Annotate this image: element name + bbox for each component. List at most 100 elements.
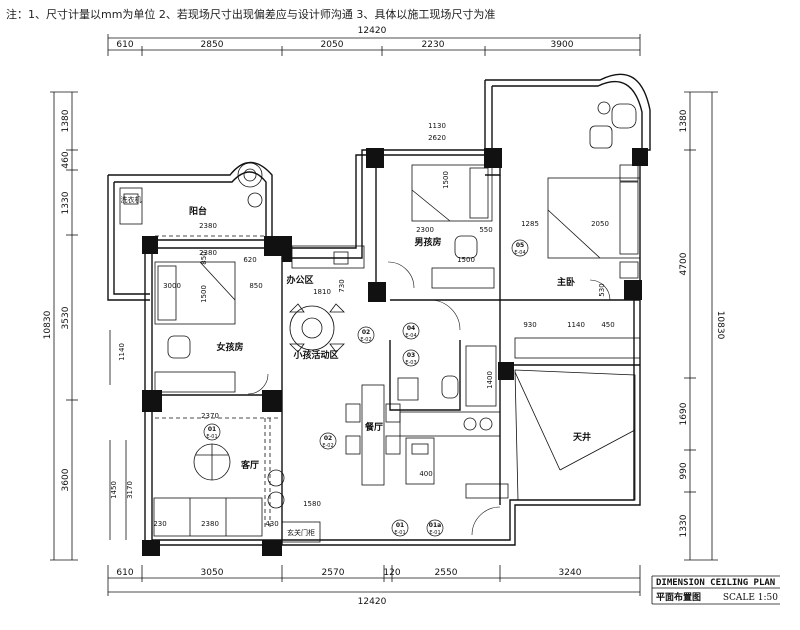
title-block — [651, 575, 780, 605]
tag-2-top: 04 — [407, 325, 415, 332]
plan-scale: SCALE 1:50 — [723, 593, 778, 603]
right-dim-3: 990 — [679, 462, 689, 479]
drawing-notes: 注：1、尺寸计量以mm为单位 2、若现场尺寸出现偏差应与设计师沟通 3、具体以施… — [6, 8, 496, 21]
top-dimension-chain — [107, 34, 641, 56]
lounge-chairs — [589, 101, 637, 149]
bottom-dim-5: 3240 — [559, 568, 582, 578]
inner-dim-450: 450 — [601, 321, 614, 329]
inner-dim-2370: 2370 — [201, 412, 219, 420]
living-room-sofa — [153, 443, 285, 537]
tag-6-bot: E-01 — [394, 530, 405, 536]
inner-dim-620: 620 — [243, 256, 256, 264]
inner-dim-550: 550 — [479, 226, 492, 234]
inner-dim-1285: 1285 — [521, 220, 539, 228]
room-label-skylight: 天井 — [573, 431, 591, 443]
inner-dim-230: 230 — [153, 520, 166, 528]
tag-0-top: 05 — [516, 242, 524, 249]
inner-dim-430: 430 — [265, 520, 278, 528]
room-label-master: 主卧 — [557, 276, 575, 288]
tag-6-top: 01 — [396, 522, 404, 529]
inner-dim-2620: 2620 — [428, 134, 446, 142]
inner-dim-1500a: 1500 — [442, 171, 450, 189]
elevation-tag-labels: 05 E-04 02 E-02 04 E-04 03 E-03 01 E-01 … — [206, 242, 525, 536]
tag-3-top: 03 — [407, 352, 415, 359]
top-dim-1: 2850 — [201, 40, 224, 50]
inner-dim-1500b: 1500 — [457, 256, 475, 264]
inner-dim-730: 730 — [338, 279, 346, 292]
inner-dim-1500c: 1500 — [200, 285, 208, 303]
tag-5-top: 02 — [324, 435, 332, 442]
left-dim-3: 3530 — [61, 306, 71, 329]
dimension-labels: 12420 610 2850 2050 2230 3900 610 3050 2… — [43, 26, 725, 607]
inner-dim-1450: 1450 — [110, 481, 118, 499]
right-dim-1: 4700 — [679, 252, 689, 275]
room-label-boy-room: 男孩房 — [414, 236, 441, 248]
left-dim-4: 3600 — [61, 468, 71, 491]
inner-dim-3000: 3000 — [163, 282, 181, 290]
tag-5-bot: E-02 — [322, 443, 333, 449]
tag-7-top: 01a — [429, 522, 441, 529]
left-dimension-chain — [50, 91, 127, 561]
plan-title: DIMENSION CEILING PLAN — [656, 578, 775, 588]
top-total-dim: 12420 — [358, 26, 387, 36]
inner-dim-1140: 1140 — [118, 343, 126, 361]
tag-2-bot: E-04 — [405, 333, 416, 339]
right-dim-0: 1380 — [679, 109, 689, 132]
room-label-office: 办公区 — [286, 274, 313, 286]
tag-1-top: 02 — [362, 329, 370, 336]
right-dimension-chain — [684, 91, 718, 561]
label-shoe-cabinet: 玄关门柜 — [287, 528, 315, 537]
skylight-area — [514, 369, 636, 501]
kids-round-table — [289, 303, 345, 353]
room-label-dining: 餐厅 — [364, 421, 383, 433]
room-label-living: 客厅 — [240, 459, 259, 471]
room-label-girl-room: 女孩房 — [216, 341, 243, 353]
dining-table — [345, 384, 401, 486]
bottom-total-dim: 12420 — [358, 597, 387, 607]
top-dim-0: 610 — [116, 40, 133, 50]
bottom-dim-0: 610 — [116, 568, 133, 578]
inner-dim-3170: 3170 — [126, 481, 134, 499]
inner-dim-850: 850 — [200, 251, 208, 264]
bottom-dim-4: 2550 — [435, 568, 458, 578]
boy-room-bed — [411, 164, 495, 289]
bathroom — [397, 345, 497, 407]
inner-dim-530: 530 — [598, 283, 606, 296]
bottom-dimension-chain — [107, 565, 641, 596]
girl-room-toilet — [167, 335, 191, 359]
top-dim-4: 3900 — [551, 40, 574, 50]
inner-dim-2300: 2300 — [416, 226, 434, 234]
walls — [107, 73, 651, 546]
living-room-curtain-lines — [155, 235, 278, 530]
bottom-dim-3: 120 — [383, 568, 400, 578]
title-block-text: DIMENSION CEILING PLAN 平面布置图 SCALE 1:50 — [656, 578, 778, 603]
inner-dim-1580: 1580 — [303, 500, 321, 508]
bottom-dim-1: 3050 — [201, 568, 224, 578]
inner-dim-2050: 2050 — [591, 220, 609, 228]
bottom-dim-2: 2570 — [322, 568, 345, 578]
room-label-balcony: 阳台 — [189, 205, 207, 217]
label-washer: 洗衣机 — [121, 195, 142, 204]
right-total-dim: 10830 — [715, 311, 725, 340]
tag-7-bot: E-01 — [429, 530, 440, 536]
left-dim-1: 460 — [61, 151, 71, 168]
tag-3-bot: E-03 — [405, 360, 416, 366]
top-dim-3: 2230 — [422, 40, 445, 50]
inner-dim-930: 930 — [523, 321, 536, 329]
room-label-kids-area: 小孩活动区 — [292, 349, 338, 361]
inner-dim-1810: 1810 — [313, 288, 331, 296]
inner-dim-400: 400 — [419, 470, 432, 478]
inner-dim-1130: 1130 — [428, 122, 446, 130]
washer-unit — [119, 187, 143, 225]
inner-dim-1400: 1400 — [486, 371, 494, 389]
left-dim-0: 1380 — [61, 109, 71, 132]
master-bed — [514, 164, 641, 359]
structural-columns — [142, 148, 648, 556]
inner-dim-2380c: 2380 — [201, 520, 219, 528]
kitchen-counters — [399, 411, 509, 499]
office-desk — [291, 245, 365, 269]
top-dim-2: 2050 — [321, 40, 344, 50]
room-labels: 阳台 女孩房 男孩房 办公区 小孩活动区 主卧 餐厅 客厅 天井 洗衣机 玄关门… — [121, 195, 592, 537]
left-dim-2: 1330 — [61, 191, 71, 214]
